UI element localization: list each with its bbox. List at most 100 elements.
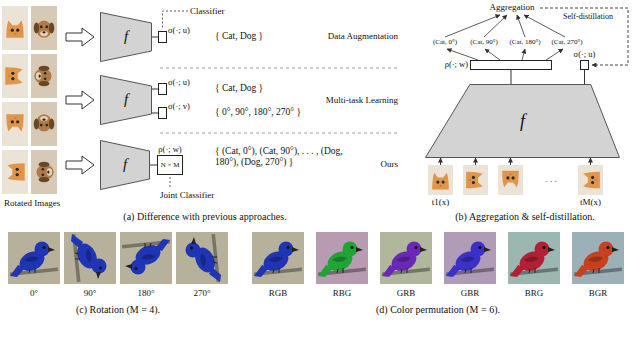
bird-photo [380,232,432,284]
callout-label: Classifier [190,6,225,17]
bird-photo [176,232,228,284]
cat-image [466,172,483,189]
node-label: ρ(·; w) [445,60,468,70]
classifier-box: σ(·; u) [158,83,167,95]
photo-ground [120,232,172,284]
cat-photo [463,165,488,195]
dog-photo [31,102,57,146]
photo-ground [31,54,57,98]
network-trapezoid [101,13,152,62]
hollow-arrow [66,91,94,109]
output-arrow [522,49,525,60]
image-label: RBG [333,288,352,299]
output-arrow [485,49,500,60]
node-label: σ(·; u) [168,26,190,36]
photo-ground [572,232,624,284]
label-set: { (Cat, 0°), (Cat, 90°), . . . , (Dog, 1… [215,146,355,169]
input-arrow [475,158,476,165]
node-label: t1(x) [432,197,450,207]
bird-image [254,242,302,278]
node-label: σ(·; u) [168,78,190,88]
cat-photo [2,102,28,146]
photo-ground [2,54,28,98]
image-label: 0° [30,288,38,299]
image-label: BGR [589,288,608,299]
subfigure-caption: (a) Difference with previous approaches. [123,211,286,223]
aggregation-arrow [445,15,500,37]
cat-image [583,172,600,189]
input-image: tM(x) [578,165,603,195]
bird-image [446,242,494,278]
connector [150,165,157,166]
aggregation-arrow [524,15,565,37]
bird-image [186,234,222,282]
network-trapezoid [101,76,152,125]
bird-image [10,242,58,278]
photo-ground [2,150,28,194]
leader-line [170,177,171,188]
dog-image [36,162,53,183]
cat-image [432,173,449,190]
node-label: σ(·; v) [168,102,190,112]
cat-photo [2,54,28,98]
subfigure-caption: (d) Color permutation (M = 6). [376,304,500,316]
bird-photo [120,232,172,284]
label-set: { Cat, Dog } [215,83,263,94]
network-block: f [100,12,152,62]
image-label: 90° [84,288,97,299]
node-label: σ(·; u) [574,50,596,60]
node-label: ρ(·; w) [158,145,181,155]
output-label: (Cat, 0°) [433,38,457,46]
joint-classifier-box: ρ(·; w) [470,60,552,70]
input-image: t1(x) [428,165,453,195]
node-label: f [520,111,525,132]
method-name: Data Augmentation [328,31,398,42]
bird-photo [8,232,60,284]
bird-photo [508,232,560,284]
joint-classifier-box: ρ(·; w)N × M [157,155,183,175]
image-label: GBR [461,288,480,299]
connector [590,158,591,165]
node-inner-label: N × M [161,161,180,169]
dog-photo [31,54,57,98]
callout-label: Joint Classifier [160,190,214,201]
bird-image [71,234,107,282]
dog-image [34,114,55,131]
photo-ground [508,232,560,284]
subfigure-caption: (c) Rotation (M = 4). [76,304,160,316]
photo-ground [8,232,60,284]
bird-photo [252,232,304,284]
image-label: RGB [269,288,288,299]
connector [511,70,512,84]
photo-ground [252,232,304,284]
classifier-box: σ(·; u) [580,60,589,70]
bird-photo [64,232,116,284]
network-trapezoid [101,141,150,190]
aggregation-arrow [484,15,507,37]
cat-image [6,114,23,131]
method-name: Ours [381,159,399,170]
dog-image [34,66,51,87]
method-name: Multi-task Learning [326,95,398,106]
photo-ground [176,232,228,284]
photo-ground [463,165,488,195]
step-label: Self-distillation [563,12,613,22]
figure-label: Rotated Images [4,198,60,209]
cat-photo [428,165,453,195]
ellipsis: . . . [545,174,556,185]
hollow-arrow [66,28,94,46]
photo-ground [428,165,453,195]
dog-image [34,20,55,37]
photo-ground [31,102,57,146]
cat-image [5,67,22,84]
node-label: f [124,91,128,108]
bird-photo [444,232,496,284]
connector [440,158,441,165]
aggregation-arrow [517,15,525,37]
output-label: (Cat, 90°) [470,38,498,46]
network-trapezoid [426,85,620,158]
image-label: 180° [137,288,154,299]
output-arrow [546,49,563,60]
bird-image [574,242,622,278]
